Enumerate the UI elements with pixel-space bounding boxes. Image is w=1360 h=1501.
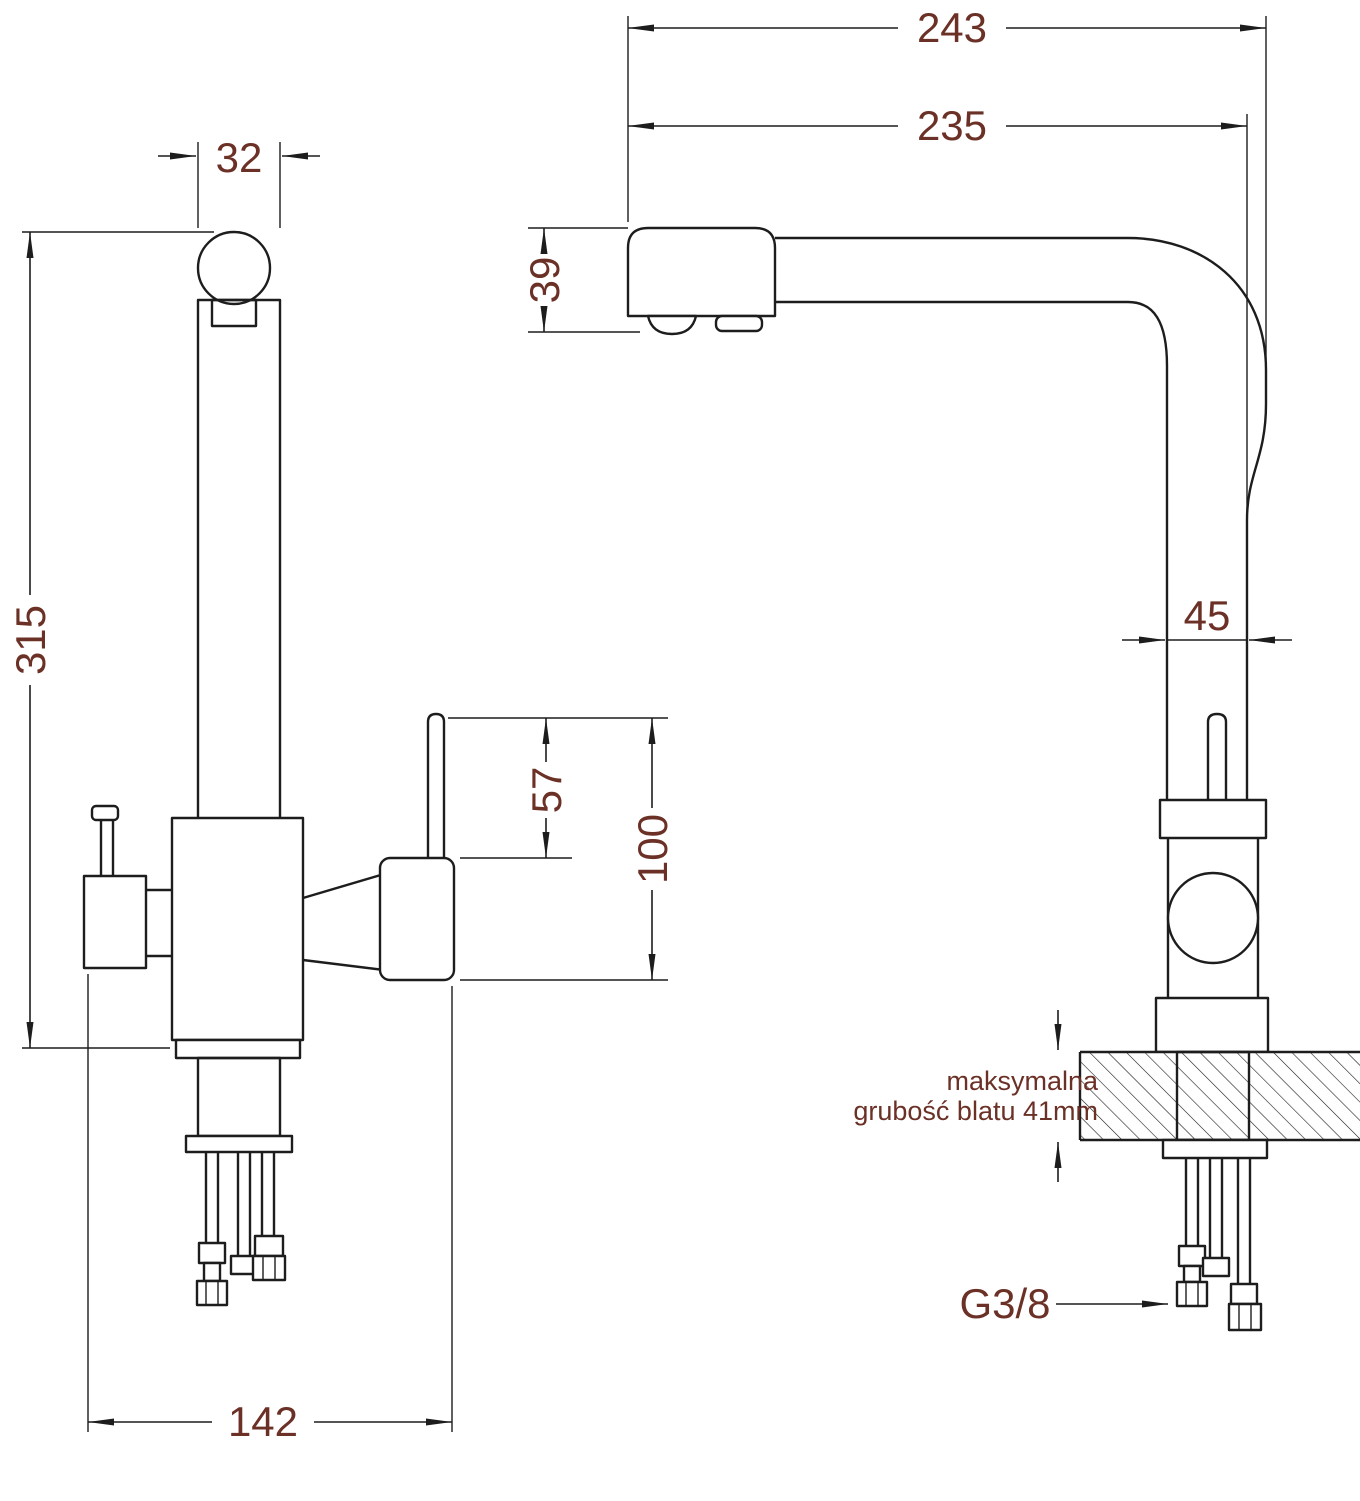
dim-total-height: 315: [7, 231, 214, 1049]
filter-lever: [82, 804, 172, 970]
dim-spout-width: 32: [158, 134, 320, 228]
dim-lever-57: 57: [448, 717, 668, 859]
side-view: 243 235 39 45 maksymalna: [521, 4, 1360, 1332]
base-flange: [174, 1038, 302, 1060]
riser-column: [196, 298, 282, 818]
side-body: [1154, 798, 1270, 1054]
faucet-body: [170, 816, 305, 1042]
spout-head: [626, 226, 777, 336]
dim-column-width: 45: [1122, 592, 1292, 644]
side-lever-stick: [1206, 712, 1228, 838]
spout-ball: [196, 230, 272, 306]
dim-243-label: 243: [917, 4, 987, 51]
dim-39-label: 39: [521, 257, 568, 304]
mixer-ball: [1166, 871, 1260, 965]
thread-callout: G3/8: [959, 1280, 1168, 1327]
dim-57-label: 57: [523, 767, 570, 814]
mounting-thread: [196, 1056, 282, 1138]
side-mounting-washer: [1161, 1138, 1269, 1160]
front-view: 32 315 57 100: [7, 134, 676, 1445]
dim-235-label: 235: [917, 102, 987, 149]
dim-handle-100: 100: [460, 718, 676, 981]
dim-100-label: 100: [629, 814, 676, 884]
dim-footprint-width: 142: [87, 974, 453, 1445]
countertop: [1078, 1050, 1360, 1142]
dim-spout-reach: 235: [628, 102, 1248, 512]
dim-315-label: 315: [7, 605, 54, 675]
supply-hoses: [195, 1152, 287, 1307]
counter-thickness: maksymalna grubość blatu 41mm: [853, 1010, 1099, 1182]
dim-head-height: 39: [521, 227, 640, 333]
mixer-handle: [302, 712, 456, 982]
spout-pipe: [775, 236, 1268, 800]
counter-note-line2: grubość blatu 41mm: [853, 1096, 1098, 1126]
dim-45-label: 45: [1184, 592, 1231, 639]
dim-142-label: 142: [228, 1398, 298, 1445]
thread-size-label: G3/8: [959, 1280, 1050, 1327]
dim-32-label: 32: [216, 134, 263, 181]
side-supply-hoses: [1175, 1158, 1263, 1332]
dim-total-reach: 243: [627, 4, 1267, 360]
mounting-washer: [184, 1134, 294, 1154]
counter-note-line1: maksymalna: [946, 1066, 1099, 1096]
